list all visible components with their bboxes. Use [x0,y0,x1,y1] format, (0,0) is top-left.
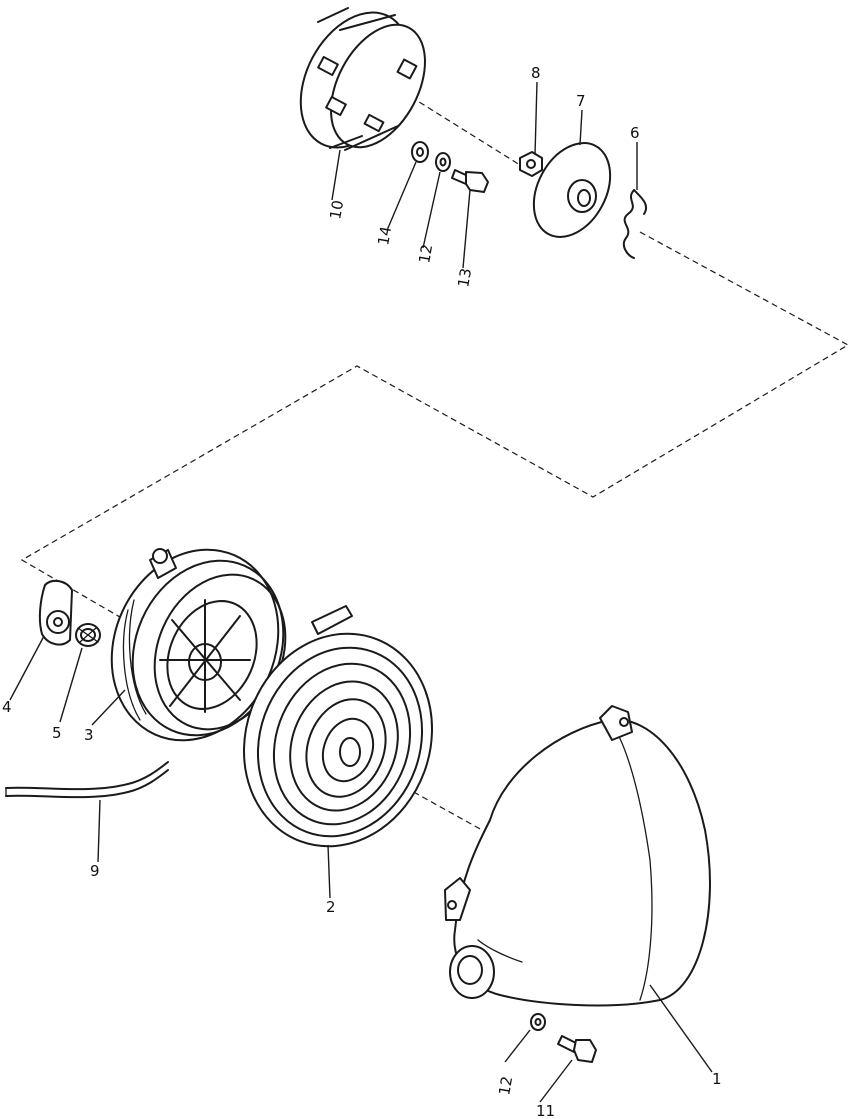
leader-lines [9,81,713,1103]
callout-5: 5 [52,724,62,742]
part-7-pulley-disc [532,142,612,238]
part-14-washer [411,141,429,163]
part-9-starter-rope [5,761,169,799]
callout-labels: 1 2 3 4 5 6 7 8 9 10 11 12 12 13 14 [2,64,722,1119]
callout-6: 6 [630,124,640,142]
part-5-pawl-spring [75,623,101,647]
callout-4: 4 [2,698,12,716]
callout-3: 3 [84,726,94,744]
callout-12-top: 12 [415,243,436,265]
part-4-pawl [38,579,73,646]
callout-13: 13 [454,267,475,289]
part-2-recoil-spring [242,605,434,848]
part-10-drive-cup [299,7,426,151]
part-6-spring-clip [622,189,648,259]
callout-8: 8 [531,64,541,82]
callout-1: 1 [712,1070,722,1088]
part-11-bolt [557,1035,597,1063]
part-13-bolt [451,169,489,193]
part-12-lock-washer-bottom [530,1013,546,1031]
callout-2: 2 [326,898,336,916]
callout-9: 9 [90,862,100,880]
part-12-lock-washer-top [435,152,451,172]
callout-14: 14 [374,225,395,247]
callout-11: 11 [536,1102,555,1119]
callout-12-bottom: 12 [495,1075,516,1097]
part-8-nut [519,151,543,177]
part-1-starter-housing [444,705,711,1007]
callout-10: 10 [326,199,347,221]
callout-7: 7 [576,92,586,110]
